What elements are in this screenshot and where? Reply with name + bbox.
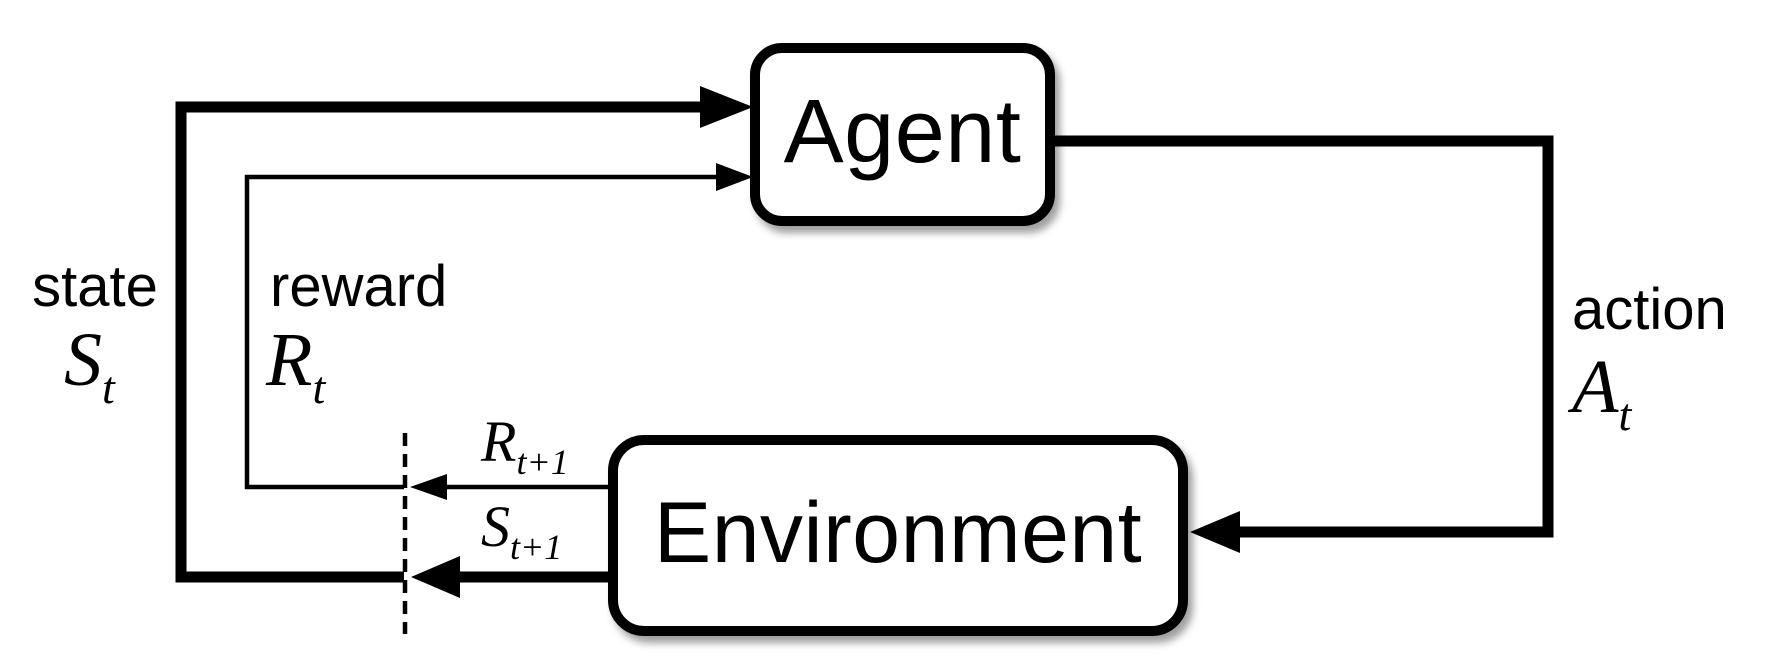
- state-arrowhead-into-agent: [700, 86, 753, 128]
- agent-node: Agent: [750, 43, 1055, 226]
- reward-symbol-base: R: [266, 318, 313, 402]
- agent-node-label: Agent: [783, 81, 1022, 182]
- action-symbol-subscript: t: [1618, 389, 1632, 440]
- action-arrowhead-into-environment: [1190, 511, 1240, 553]
- reward-symbol-label: Rt: [266, 322, 325, 411]
- environment-node: Environment: [608, 435, 1188, 636]
- state-word-label: state: [32, 254, 158, 319]
- action-edge-path: [1050, 135, 1554, 538]
- next-reward-arrowhead: [410, 474, 447, 500]
- next-reward-symbol-label: Rt+1: [481, 413, 569, 482]
- state-symbol-label: St: [64, 322, 115, 411]
- next-state-symbol-label: St+1: [481, 498, 563, 567]
- action-word-label: action: [1572, 277, 1727, 342]
- state-symbol-base: S: [64, 318, 102, 402]
- reward-arrowhead-into-agent: [716, 163, 753, 191]
- next-reward-symbol-subscript: t+1: [516, 442, 569, 482]
- reward-symbol-subscript: t: [312, 362, 326, 413]
- next-state-symbol-subscript: t+1: [510, 527, 563, 567]
- next-state-arrowhead: [411, 556, 460, 598]
- action-symbol-base: A: [1572, 345, 1619, 429]
- reward-word-label: reward: [270, 254, 448, 319]
- reward-edge-path: [244, 174, 717, 490]
- environment-node-label: Environment: [653, 484, 1143, 581]
- next-reward-symbol-base: R: [481, 409, 517, 474]
- state-edge-path: [175, 101, 701, 583]
- state-symbol-subscript: t: [102, 362, 115, 413]
- action-symbol-label: At: [1572, 349, 1631, 438]
- next-state-symbol-base: S: [481, 494, 510, 559]
